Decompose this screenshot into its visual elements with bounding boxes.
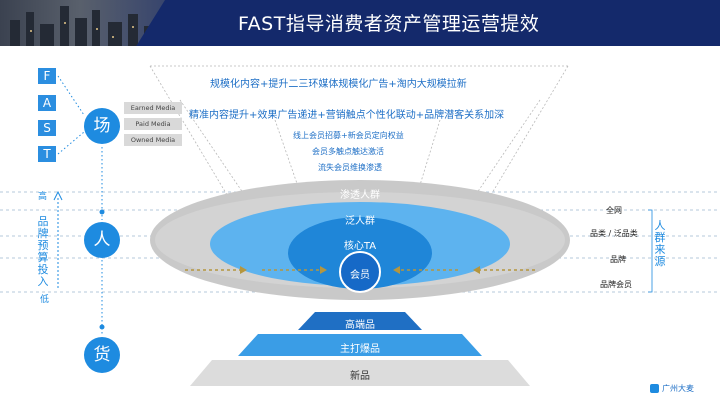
product-label-main: 主打爆品	[340, 344, 380, 355]
strategy-line-4: 会员多触点触达激活	[312, 147, 384, 156]
ring-label-member: 会员	[350, 270, 370, 281]
building	[10, 20, 20, 46]
pillar-connectors	[57, 75, 103, 335]
brand-axis-arrow	[53, 190, 63, 201]
media-earned: Earned Media	[124, 102, 182, 114]
crowd-source-brand: 品牌	[610, 255, 626, 264]
crowd-source-brand-member: 品牌会员	[600, 280, 632, 289]
product-high-end	[298, 312, 422, 330]
fast-letter-t: T	[38, 146, 56, 162]
strategy-line-5: 流失会员维换渗透	[318, 163, 382, 172]
pillar-huo: 货	[84, 337, 120, 373]
gold-arrow-heads	[240, 266, 480, 274]
product-label-new: 新品	[350, 371, 370, 382]
ring-member	[339, 251, 381, 293]
logo-icon	[650, 384, 659, 393]
pillar-chang: 场	[84, 108, 120, 144]
product-new	[190, 360, 530, 386]
connector-dot	[99, 324, 105, 330]
brand-axis-high: 高	[38, 192, 48, 202]
fast-letter-a: A	[38, 95, 56, 111]
city-light	[112, 36, 114, 38]
building	[26, 12, 34, 46]
connector-line	[57, 75, 85, 116]
page-title: FAST指导消费者资产管理运营提效	[238, 13, 540, 35]
media-owned: Owned Media	[124, 134, 182, 146]
fast-letter-s: S	[38, 120, 56, 136]
product-label-high-end: 高端品	[345, 320, 375, 331]
pillar-ren: 人	[84, 222, 120, 258]
logo-text: 广州大麦	[662, 384, 694, 393]
media-paid: Paid Media	[124, 118, 182, 130]
strategy-line-1: 规模化内容+提升二三环媒体规模化广告+淘内大规模拉新	[210, 79, 467, 90]
ring-label-penetration: 渗透人群	[340, 190, 380, 201]
building	[128, 14, 138, 46]
crowd-source-bracket	[648, 209, 653, 293]
crowd-source-title: 人群来源	[654, 219, 666, 268]
building	[75, 18, 87, 46]
connector-dot	[99, 209, 105, 215]
brand-axis-label: 品牌预算投入	[37, 215, 49, 288]
ring-label-general: 泛人群	[345, 216, 375, 227]
connector-line	[57, 131, 85, 155]
crowd-source-all-net: 全网	[606, 206, 622, 215]
building	[40, 24, 54, 46]
strategy-line-3: 线上会员招募+新会员定向权益	[293, 131, 404, 140]
building	[60, 6, 69, 46]
fast-letter-f: F	[38, 68, 56, 84]
product-main	[238, 334, 482, 356]
city-light	[96, 28, 98, 30]
city-light	[30, 30, 32, 32]
strategy-line-2: 精准内容提升+效果广告递进+营销触点个性化联动+品牌潜客关系加深	[189, 110, 505, 121]
crowd-source-category: 品类 / 泛品类	[590, 229, 638, 238]
header-banner: FAST指导消费者资产管理运营提效	[0, 0, 720, 46]
building	[108, 22, 122, 46]
ring-label-core: 核心TA	[343, 241, 377, 252]
city-light	[64, 22, 66, 24]
brand-axis-low: 低	[40, 295, 50, 305]
company-logo: 广州大麦	[650, 383, 694, 394]
city-light	[132, 26, 134, 28]
